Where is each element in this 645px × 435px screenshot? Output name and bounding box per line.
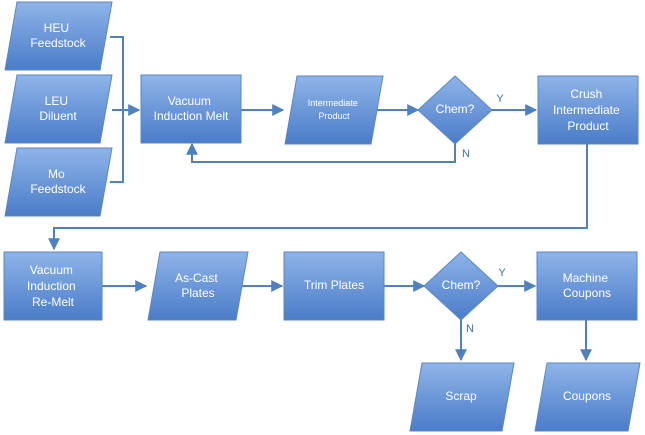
node-remelt-line-2: Induction <box>27 279 76 293</box>
svg-text:LEU Diluent: LEU Diluent <box>39 94 77 123</box>
node-leu-line-1: LEU <box>45 94 68 108</box>
node-machine-line-2: Coupons <box>563 286 611 300</box>
svg-text:Vacuum Induction Melt: Vacuum Induction Melt <box>154 94 229 123</box>
node-mo-feedstock: Mo Feedstock <box>4 147 113 217</box>
svg-text:HEU Feedstock: HEU Feedstock <box>30 21 86 50</box>
node-coupons: Coupons <box>534 362 641 432</box>
node-heu-line-2: Feedstock <box>30 36 86 50</box>
label-chem2-yes: Y <box>498 267 506 279</box>
node-vim-line-1: Vacuum <box>168 94 211 108</box>
node-vacuum-induction-melt: Vacuum Induction Melt <box>140 74 242 144</box>
node-leu-diluent: LEU Diluent <box>4 74 113 144</box>
node-heu-feedstock: HEU Feedstock <box>4 1 113 71</box>
node-scrap-label: Scrap <box>445 389 477 403</box>
node-chem-decision-1: Chem? <box>417 75 493 145</box>
node-as-cast-plates: As-Cast Plates <box>147 251 249 321</box>
node-coupons-label: Coupons <box>563 389 611 403</box>
svg-text:Machine Coupons: Machine Coupons <box>563 271 612 300</box>
node-intermediate-line-2: Product <box>318 111 350 121</box>
node-crush-line-2: Intermediate <box>553 103 620 117</box>
svg-text:Intermediate Product: Intermediate Product <box>308 98 361 121</box>
node-crush-line-3: Product <box>567 119 609 133</box>
node-crush-intermediate-product: Crush Intermediate Product <box>537 75 639 145</box>
edge-labels: Y N Y N <box>462 93 506 335</box>
connector-heu-to-vim <box>110 36 124 110</box>
node-intermediate-line-1: Intermediate <box>308 98 358 108</box>
node-crush-line-1: Crush <box>570 87 602 101</box>
node-vim-line-2: Induction Melt <box>154 109 229 123</box>
label-chem2-no: N <box>466 323 474 335</box>
connectors <box>48 36 592 362</box>
node-trim-plates: Trim Plates <box>283 251 385 321</box>
node-trim-label: Trim Plates <box>304 278 364 292</box>
node-chem2-label: Chem? <box>442 278 481 292</box>
nodes: HEU Feedstock LEU Diluent Mo Feedstock V… <box>3 1 641 432</box>
label-chem1-no: N <box>462 148 470 160</box>
node-mo-line-1: Mo <box>48 167 65 181</box>
node-machine-coupons: Machine Coupons <box>536 251 638 321</box>
node-ascast-line-2: Plates <box>181 286 214 300</box>
node-scrap: Scrap <box>409 362 515 432</box>
node-leu-line-2: Diluent <box>39 109 77 123</box>
connector-mo-to-vim <box>110 110 124 183</box>
label-chem1-yes: Y <box>496 93 504 105</box>
node-vacuum-induction-remelt: Vacuum Induction Re-Melt <box>3 251 103 321</box>
node-machine-line-1: Machine <box>563 271 609 285</box>
node-remelt-line-3: Re-Melt <box>32 295 75 309</box>
svg-text:Vacuum Induction: Vacuum Induction Re-Melt <box>27 263 79 309</box>
node-heu-line-1: HEU <box>44 21 69 35</box>
node-intermediate-product: Intermediate Product <box>284 75 384 145</box>
svg-text:As-Cast Plates: As-Cast Plates <box>175 271 221 300</box>
node-chem1-label: Chem? <box>436 102 475 116</box>
svg-text:Crush Intermediate: Crush Intermediate Product <box>553 87 623 133</box>
node-chem-decision-2: Chem? <box>423 251 499 321</box>
node-mo-line-2: Feedstock <box>30 182 86 196</box>
svg-text:Mo Feedstock: Mo Feedstock <box>30 167 86 196</box>
node-ascast-line-1: As-Cast <box>175 271 218 285</box>
connector-crush-to-remelt <box>48 144 588 251</box>
node-remelt-line-1: Vacuum <box>30 263 73 277</box>
connector-chem1-no-to-vim <box>186 142 456 163</box>
